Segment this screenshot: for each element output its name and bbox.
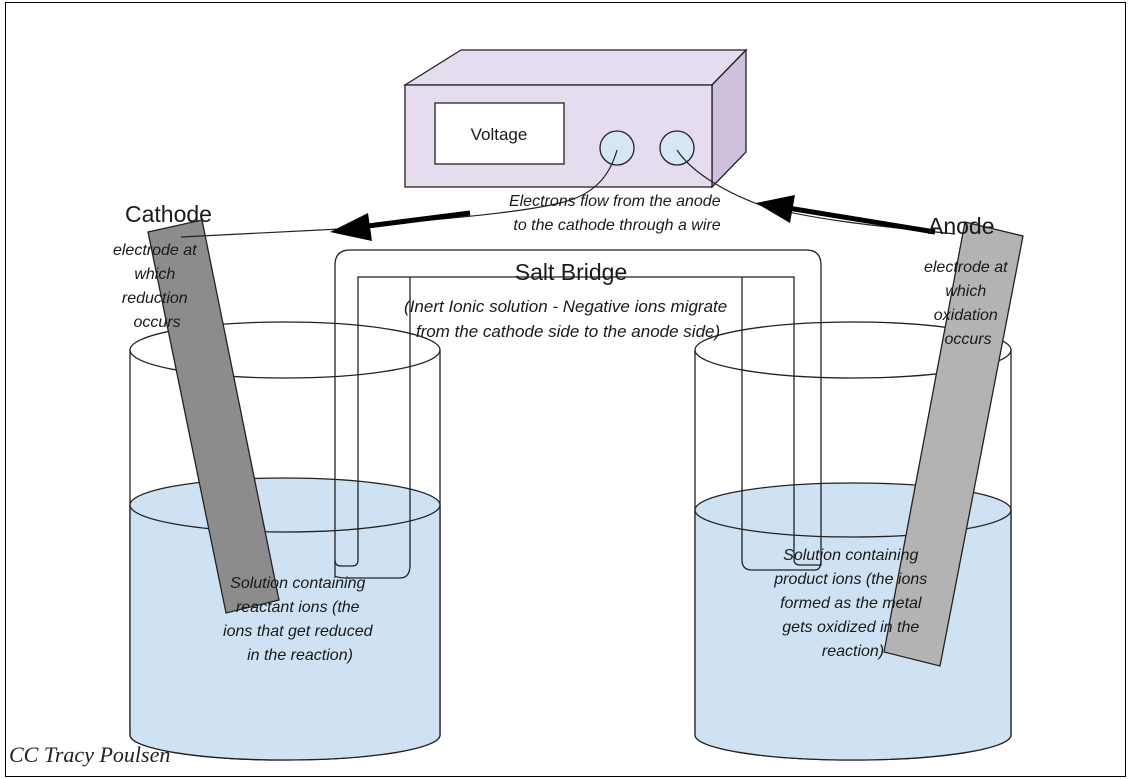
cathode-beaker-rim [129,321,441,379]
voltage-label: Voltage [471,125,528,144]
anode-electrode [883,221,1024,667]
cathode-title: Cathode [125,201,212,227]
cathode-solution-label: Solution containing reactant ions (the i… [223,575,377,664]
diagram-frame [5,2,1126,777]
voltmeter: Voltage [402,48,748,189]
cathode-electrode [147,219,280,614]
electron-flow-text: Electrons flow from the anode to the cat… [509,193,725,234]
voltmeter-terminal-right [659,130,695,166]
voltage-display [434,102,565,165]
anode-title: Anode [928,213,995,239]
anode-description: electrode at which oxidation occurs [924,259,1012,348]
cathode-description: electrode at which reduction occurs [113,242,201,331]
salt-bridge-tube [334,249,822,579]
cathode-solution [130,505,440,760]
anode-solution-label: Solution containing product ions (the io… [773,547,931,660]
salt-bridge-title: Salt Bridge [515,259,628,285]
anode-beaker-rim [694,321,1012,379]
voltmeter-terminal-left [599,130,635,166]
electron-flow-arrow-left [330,210,471,241]
cathode-solution-surface [129,477,441,533]
cathode-beaker [129,321,441,761]
electron-flow-arrow-right [756,195,936,235]
salt-bridge-description: (Inert Ionic solution - Negative ions mi… [404,297,732,341]
credit-text: CC Tracy Poulsen [9,742,171,767]
